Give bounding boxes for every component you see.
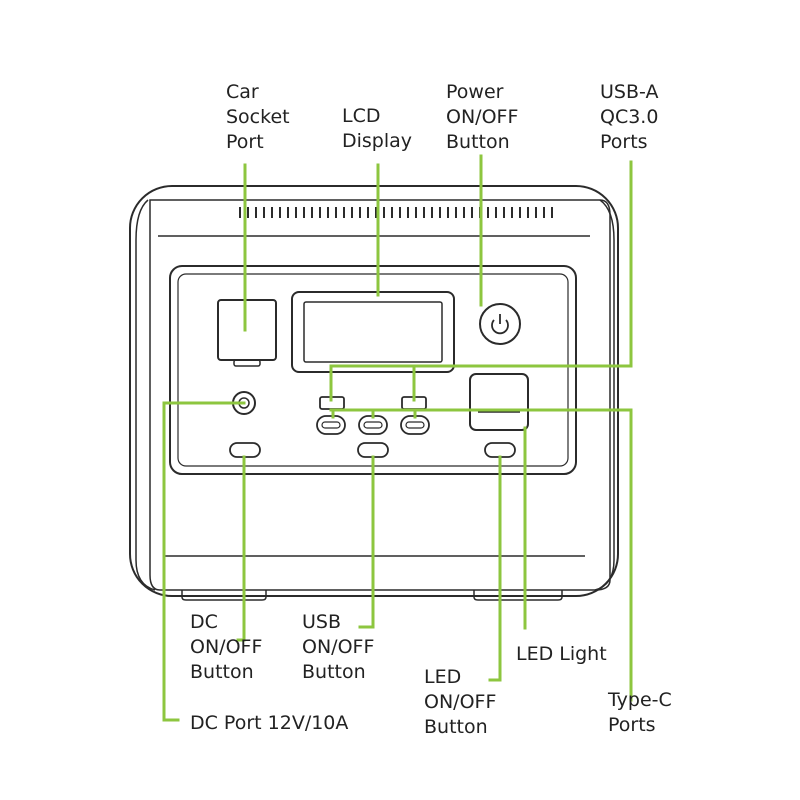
power-button	[479, 303, 521, 345]
callout-usba	[329, 160, 633, 402]
power-icon	[491, 314, 509, 335]
lcd-display	[291, 291, 455, 373]
type-c-port-3	[400, 415, 430, 435]
car-socket-port	[217, 299, 277, 361]
dc-onoff-button	[229, 442, 261, 458]
label-power-button: Power ON/OFF Button	[446, 81, 519, 153]
type-c-port-1	[316, 415, 346, 435]
label-led-onoff-button: LED ON/OFF Button	[424, 666, 497, 738]
label-usb-onoff-button: USB ON/OFF Button	[302, 611, 375, 683]
callout-dc-btn	[236, 455, 246, 642]
callout-typec	[329, 408, 633, 702]
front-panel-inner	[177, 273, 569, 467]
label-dc-onoff-button: DC ON/OFF Button	[190, 611, 263, 683]
foot-right	[473, 590, 563, 601]
car-socket-cap-tab	[233, 359, 261, 367]
side-grip-right	[594, 199, 615, 591]
callout-dc-port	[162, 401, 246, 722]
callout-led-btn	[488, 455, 502, 682]
label-type-c-ports: Type-C Ports	[608, 689, 672, 736]
label-led-light: LED Light	[516, 643, 607, 665]
label-dc-port: DC Port 12V/10A	[190, 712, 349, 734]
led-light	[469, 373, 529, 431]
foot-left	[181, 590, 267, 601]
usb-onoff-button	[357, 442, 389, 458]
type-c-port-2	[358, 415, 388, 435]
lcd-screen	[303, 301, 443, 363]
device-inner-frame	[149, 199, 611, 591]
label-lcd-display: LCD Display	[342, 105, 413, 152]
label-usb-a-ports: USB-A QC3.0 Ports	[600, 81, 659, 153]
top-vent	[239, 207, 553, 218]
side-grip-left	[135, 199, 156, 591]
label-car-socket-port: Car Socket Port	[226, 81, 290, 153]
led-onoff-button	[484, 442, 516, 458]
callout-usb-btn	[358, 455, 375, 629]
